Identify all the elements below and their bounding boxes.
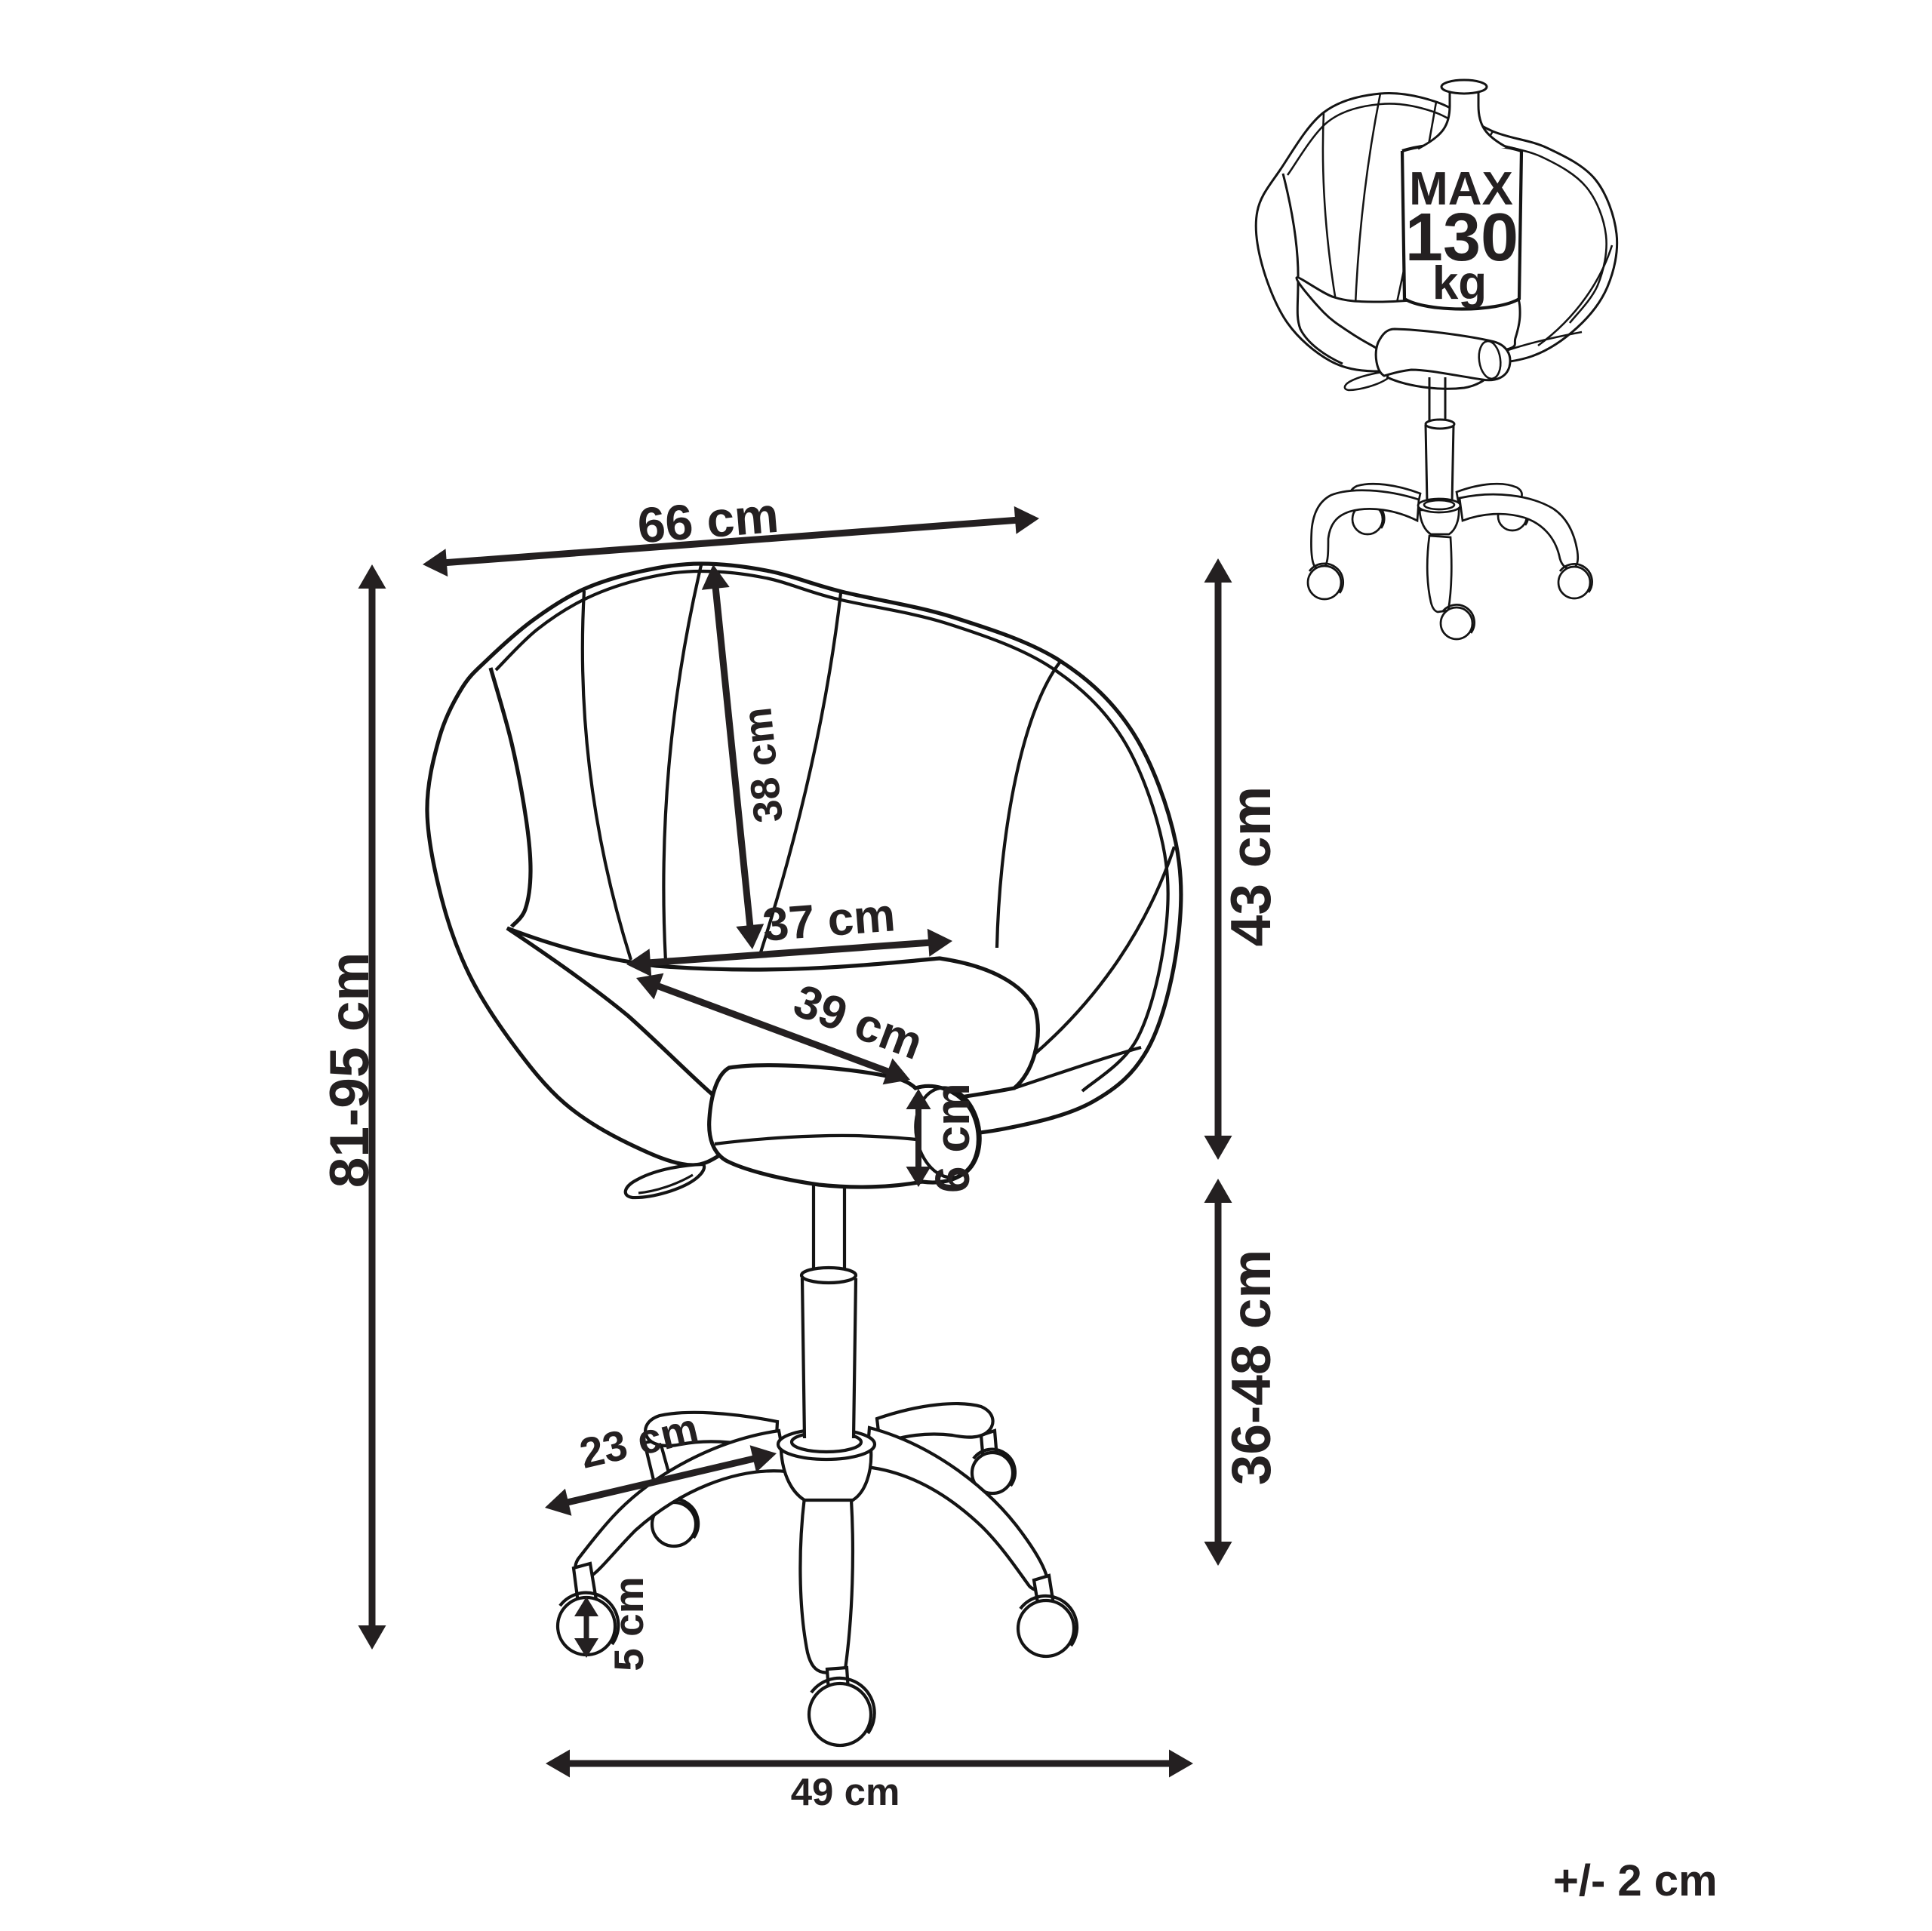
- svg-text:MAX: MAX: [1409, 163, 1513, 215]
- svg-text:49 cm: 49 cm: [791, 1770, 900, 1813]
- svg-text:6 cm: 6 cm: [925, 1083, 980, 1193]
- svg-text:81-95 cm: 81-95 cm: [319, 952, 380, 1188]
- svg-text:kg: kg: [1432, 257, 1487, 309]
- svg-text:37 cm: 37 cm: [761, 889, 897, 952]
- svg-text:5 cm: 5 cm: [605, 1576, 652, 1671]
- svg-text:+/- 2 cm: +/- 2 cm: [1553, 1856, 1718, 1905]
- svg-text:36-48 cm: 36-48 cm: [1221, 1250, 1282, 1486]
- svg-text:43 cm: 43 cm: [1219, 786, 1282, 947]
- svg-text:66 cm: 66 cm: [635, 487, 780, 554]
- svg-text:130: 130: [1405, 200, 1518, 275]
